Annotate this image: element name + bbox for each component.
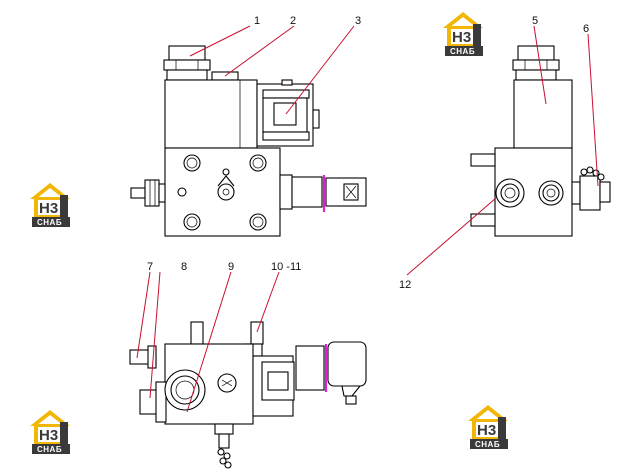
front-view [130,45,367,237]
logo-left-middle: H3 СНАБ [30,183,70,227]
side-upper-body [513,79,573,149]
callout-labels: 1 2 3 5 6 7 8 9 10 -11 12 [147,15,589,291]
callout-12: 12 [399,279,411,291]
upper-body [164,79,258,149]
port [249,154,267,172]
callout-2: 2 [290,15,296,27]
top-fitting-cap [168,45,206,61]
port [249,213,267,231]
logo-letters: H3 [477,422,496,439]
top-fitting-nut [163,59,211,71]
logo-top-right: H3 СНАБ [443,12,483,56]
callout-9: 9 [228,261,234,273]
callout-3: 3 [355,15,361,27]
logo-caption: СНАБ [450,47,475,56]
logo-caption: СНАБ [37,218,62,227]
callout-10-11: 10 -11 [271,261,301,273]
port [183,213,201,231]
logo-caption: СНАБ [475,440,500,449]
logo-letters: H3 [39,200,58,217]
center-adjuster [217,183,235,201]
callout-5: 5 [532,15,538,27]
logo-letters: H3 [452,29,471,46]
port [183,154,201,172]
top-fitting-cap [517,45,555,61]
leader-lines [136,25,599,413]
callout-7: 7 [147,261,153,273]
logo-bottom-left: H3 СНАБ [30,410,70,454]
right-cartridge [279,174,293,210]
callout-6: 6 [583,23,589,35]
side-view [470,45,611,237]
logo-letters: H3 [39,427,58,444]
logo-bottom-right: H3 СНАБ [468,405,508,449]
side-valve [579,175,601,211]
logo-caption: СНАБ [37,445,62,454]
callout-1: 1 [254,15,260,27]
bottom-view [129,321,367,469]
left-fitting [130,187,146,199]
callout-8: 8 [181,261,187,273]
